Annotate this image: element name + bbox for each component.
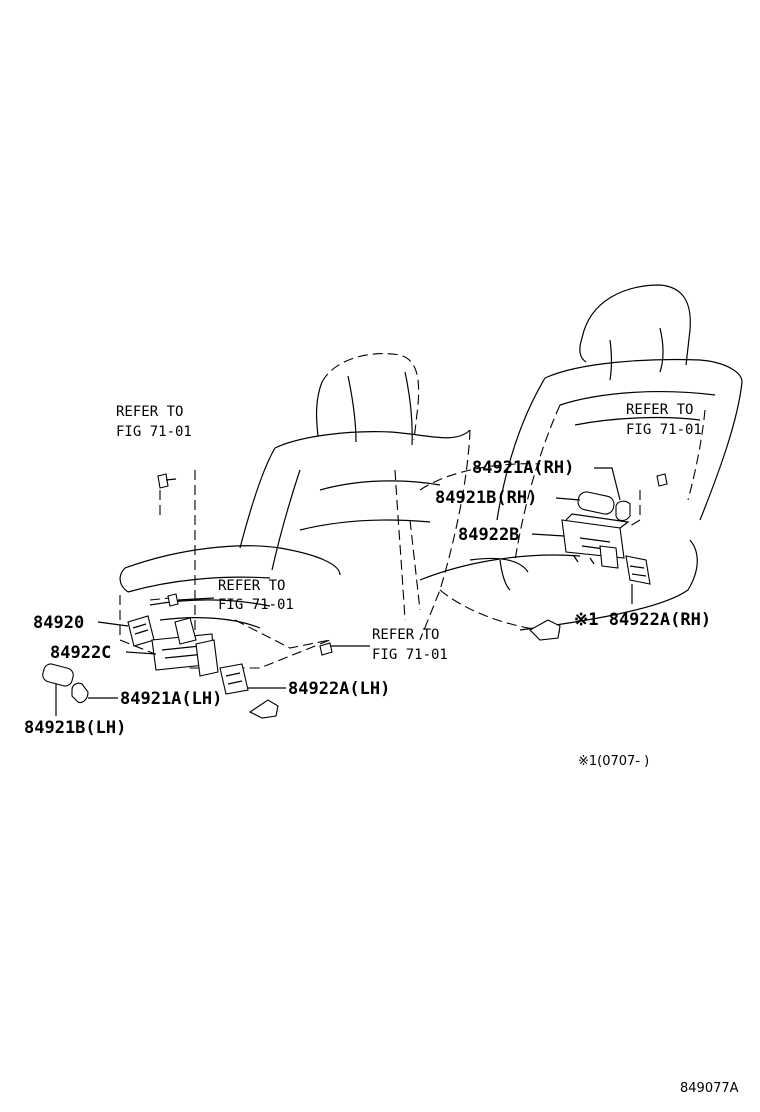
part-label-84921A-RH: 84921A(RH): [472, 458, 574, 478]
refer-bottom-line1: REFER TO: [372, 627, 439, 643]
footnote: ※1(0707- ): [578, 754, 649, 769]
switch-84922A-LH: [219, 663, 249, 695]
screw-right: [656, 473, 668, 487]
refer-right-line2: FIG 71-01: [626, 422, 702, 438]
switch-84922A-RH: [625, 555, 651, 585]
switch-84922B: [561, 513, 630, 569]
refer-top-left-line2: FIG 71-01: [116, 424, 192, 440]
right-seat-illustration: [409, 284, 743, 641]
part-label-84920: 84920: [33, 613, 84, 633]
part-label-84921A-LH: 84921A(LH): [120, 689, 222, 709]
knob-84921B-RH: [577, 491, 615, 515]
refer-bottom-line2: FIG 71-01: [372, 647, 448, 663]
screw-top-left: [157, 473, 177, 489]
knob-84921A-LH: [71, 682, 89, 704]
part-label-84922B: 84922B: [458, 525, 519, 545]
refer-mid-left-line2: FIG 71-01: [218, 597, 294, 613]
part-label-84922A-RH: ※1 84922A(RH): [574, 610, 711, 630]
screw-mid-left: [167, 593, 179, 607]
cover-84922C: [151, 617, 219, 677]
part-label-84922A-LH: 84922A(LH): [288, 679, 390, 699]
part-label-84921B-RH: 84921B(RH): [435, 488, 537, 508]
leader-lines: [55, 467, 633, 716]
refer-right-line1: REFER TO: [626, 402, 693, 418]
screw-bottom: [319, 642, 333, 656]
switch-84920: [127, 615, 155, 647]
part-label-84922C: 84922C: [50, 643, 111, 663]
knob-84921A-RH: [615, 500, 631, 522]
knob-84921B-LH: [42, 663, 74, 687]
left-seat-illustration: [119, 353, 471, 719]
refer-mid-left-line1: REFER TO: [218, 578, 285, 594]
part-label-84921B-LH: 84921B(LH): [24, 718, 126, 738]
refer-top-left-line1: REFER TO: [116, 404, 183, 420]
figure-id: 849077A: [680, 1081, 739, 1096]
